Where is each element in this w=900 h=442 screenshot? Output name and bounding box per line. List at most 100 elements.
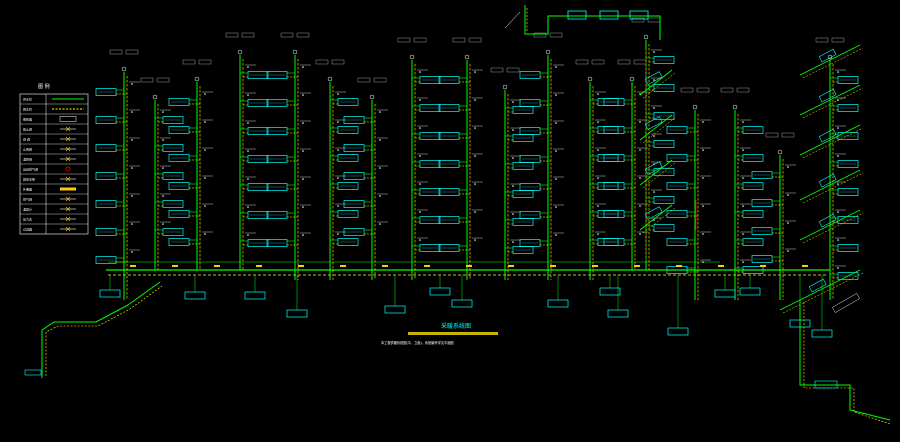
pipe-marker (634, 265, 640, 267)
pipe-marker (172, 265, 178, 267)
riser-vent (732, 104, 738, 110)
isometric-branch (779, 269, 861, 311)
pipe-marker (466, 265, 472, 267)
radiator (95, 256, 117, 264)
riser-tag (280, 32, 294, 38)
radiator (438, 244, 460, 252)
radiator (751, 255, 773, 263)
pipe-marker (718, 265, 724, 267)
outlet-tag (814, 380, 838, 389)
riser-tag (140, 77, 154, 83)
riser-tag (225, 32, 239, 38)
radiator (247, 99, 269, 107)
radiator (519, 71, 541, 79)
pipe-marker (802, 265, 808, 267)
radiator (653, 168, 675, 176)
legend-label: 散热器 (23, 117, 32, 122)
radiator (337, 154, 359, 162)
radiator (337, 210, 359, 218)
legend-symbol (65, 166, 71, 172)
riser-vent (327, 76, 333, 82)
radiator (95, 88, 117, 96)
radiator (266, 99, 288, 107)
riser-tag (357, 77, 371, 83)
radiator (742, 266, 764, 274)
radiator (751, 171, 773, 179)
radiator (343, 200, 365, 208)
riser-vent (409, 54, 415, 60)
legend-label: 排气阀 (23, 197, 32, 202)
riser-tag (125, 49, 139, 55)
legend-label: 回水管 (23, 107, 32, 112)
pipe-marker (676, 265, 682, 267)
radiator (742, 210, 764, 218)
isometric-branch (799, 84, 861, 116)
radiator (653, 112, 675, 120)
pipe-marker (424, 265, 430, 267)
legend-label: 温度计 (23, 207, 32, 212)
radiator (837, 272, 859, 280)
radiator (95, 116, 117, 124)
riser-tag (490, 67, 504, 73)
radiator (266, 155, 288, 163)
radiator (247, 71, 269, 79)
legend-label: 固定支架 (23, 177, 35, 182)
riser-vent (464, 54, 470, 60)
radiator (343, 144, 365, 152)
legend-title: 图 例 (38, 83, 50, 90)
radiator (95, 172, 117, 180)
radiator (653, 140, 675, 148)
radiator (603, 182, 625, 190)
radiator (438, 188, 460, 196)
radiator (603, 154, 625, 162)
riser-vent (121, 66, 127, 72)
radiator (603, 238, 625, 246)
radiator (653, 84, 675, 92)
radiator (337, 182, 359, 190)
radiator (519, 211, 541, 219)
radiator (666, 210, 688, 218)
legend-label: 截止阀 (23, 127, 32, 132)
riser-tag (506, 67, 520, 73)
radiator (837, 104, 859, 112)
radiator (162, 144, 184, 152)
radiator (519, 99, 541, 107)
radiator (603, 126, 625, 134)
riser-vent (237, 49, 243, 55)
radiator (653, 224, 675, 232)
radiator (644, 161, 663, 175)
radiator (247, 155, 269, 163)
radiator (419, 160, 441, 168)
riser-tag (549, 32, 563, 38)
radiator (837, 160, 859, 168)
radiator (438, 160, 460, 168)
radiator (95, 228, 117, 236)
riser-vent (692, 104, 698, 110)
radiator (818, 48, 837, 63)
riser-tag (720, 87, 734, 93)
radiator (419, 216, 441, 224)
title-underline (408, 332, 498, 335)
radiator (419, 76, 441, 84)
isometric-branch (639, 114, 673, 141)
radiator (162, 228, 184, 236)
radiator (653, 196, 675, 204)
radiator (337, 126, 359, 134)
radiator (666, 154, 688, 162)
riser-tag (680, 87, 694, 93)
radiator (742, 154, 764, 162)
radiator (343, 228, 365, 236)
drawing-title-block: 采暖系统图 本工程供暖系统图(平、立面)，系统编号详见平面图 (381, 322, 498, 345)
inlet-tag (24, 369, 42, 376)
radiator (95, 144, 117, 152)
legend-label: 自动排气阀 (23, 167, 38, 172)
radiator (419, 244, 441, 252)
riser-tag (736, 87, 750, 93)
legend-label: 补偿器 (23, 187, 32, 192)
riser-tag (156, 77, 170, 83)
radiator (168, 154, 190, 162)
radiator (666, 238, 688, 246)
pipe-network (24, 17, 891, 425)
